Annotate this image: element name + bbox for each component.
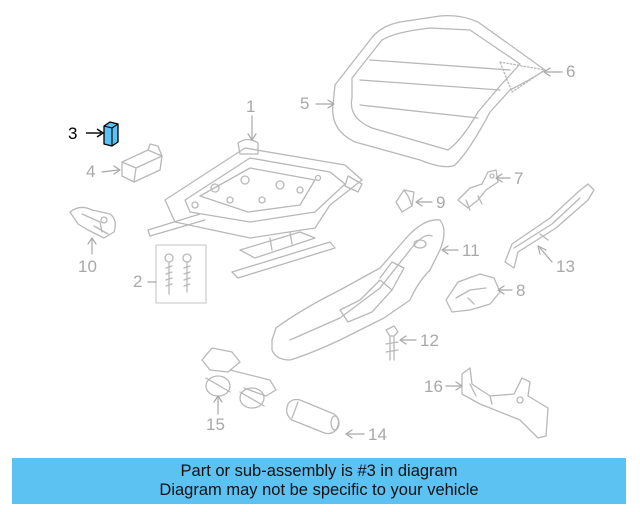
callout-14: 14 [368, 425, 387, 444]
leader-lines [87, 67, 563, 439]
callout-2: 2 [133, 272, 143, 291]
callout-12: 12 [420, 331, 439, 350]
callout-7: 7 [514, 169, 524, 188]
callout-10: 10 [78, 257, 97, 276]
info-banner: Part or sub-assembly is #3 in diagram Di… [12, 458, 626, 504]
callout-3: 3 [68, 124, 78, 143]
retainer-clips-part [201, 347, 277, 409]
callout-1: 1 [246, 97, 256, 116]
bracket-part [69, 206, 116, 239]
banner-line-1: Part or sub-assembly is #3 in diagram [180, 462, 458, 480]
clip-small-part [395, 189, 415, 213]
callout-5: 5 [300, 94, 310, 113]
callout-16: 16 [424, 377, 443, 396]
handle-part [445, 273, 501, 313]
banner-line-2: Diagram may not be specific to your vehi… [159, 481, 479, 499]
mount-bracket-part [457, 169, 499, 211]
callout-11: 11 [462, 241, 480, 260]
callout-13: 13 [556, 257, 575, 276]
callout-15: 15 [206, 415, 225, 434]
callout-4: 4 [86, 162, 96, 181]
bolts-part [155, 244, 207, 304]
seat-cushion-part [332, 14, 546, 168]
link-rod-part [504, 183, 595, 269]
highlighted-part-3 [86, 121, 119, 147]
trim-panel-part [461, 367, 549, 439]
callout-9: 9 [436, 193, 446, 212]
seat-frame-part [147, 138, 363, 279]
clip-part [121, 143, 163, 183]
pin-part [385, 325, 399, 361]
callout-8: 8 [516, 281, 526, 300]
callout-6: 6 [566, 62, 576, 81]
tube-part [286, 398, 340, 435]
side-shield-part [271, 219, 445, 361]
